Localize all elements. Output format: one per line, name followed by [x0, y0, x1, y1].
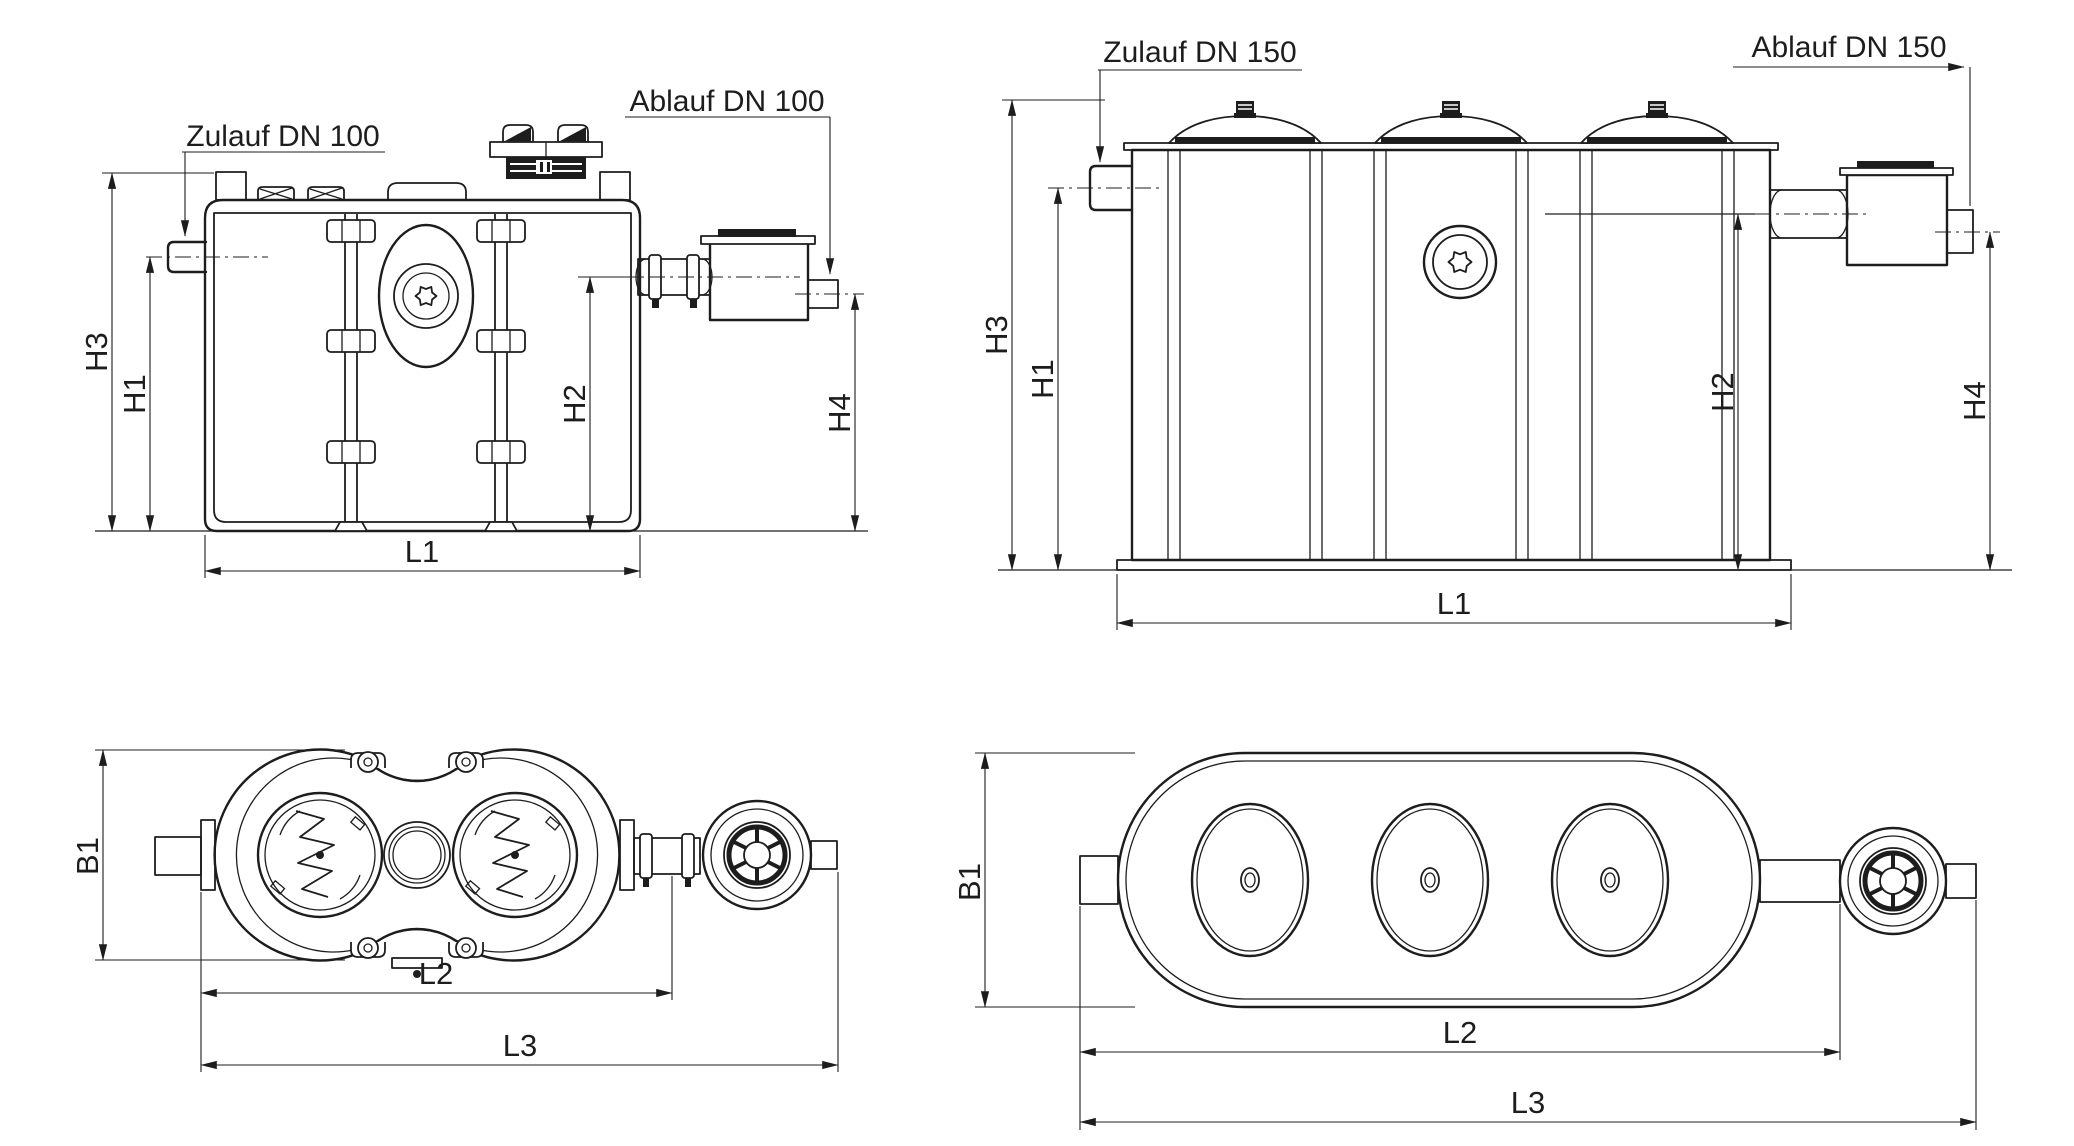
lid-stub-right	[599, 171, 631, 201]
tank-body-inner	[213, 212, 632, 523]
central-opening	[383, 821, 451, 889]
bottom-bracket	[391, 957, 443, 978]
tank-body-outline	[1130, 148, 1772, 562]
base-plate	[1116, 559, 1792, 571]
outlet-label: Ablauf DN 100	[629, 85, 824, 118]
tank-body-outline	[203, 198, 642, 533]
sampling-box	[1839, 161, 2000, 267]
inlet-stub	[1079, 855, 1119, 905]
svg-text:H3: H3	[979, 315, 1014, 355]
torx-screw-icon	[414, 285, 438, 307]
tank-lid	[1190, 802, 1310, 958]
sampling-box-top	[1838, 826, 1977, 936]
dimension-h3: H3	[979, 99, 1105, 571]
dimension-l1: L1	[204, 534, 641, 578]
svg-text:H1: H1	[1025, 359, 1060, 399]
strap-buckles	[326, 219, 526, 464]
pump-mount-oval	[377, 223, 475, 369]
dome-lid	[1168, 101, 1322, 144]
svg-text:L2: L2	[419, 956, 453, 991]
svg-text:H4: H4	[1957, 381, 1992, 421]
svg-text:L1: L1	[1437, 586, 1471, 621]
tension-strap	[334, 214, 368, 532]
outlet-label: Ablauf DN 150	[1751, 31, 1946, 64]
outlet-flange	[619, 819, 635, 891]
waist-tab	[350, 751, 386, 773]
inlet-label: Zulauf DN 100	[186, 120, 379, 153]
side-view-large: Zulauf DN 150 Ablauf DN 150 H3 H1 H2 H4 …	[979, 31, 2012, 630]
svg-text:L3: L3	[503, 1028, 537, 1063]
svg-text:L2: L2	[1443, 1015, 1477, 1050]
tank-lid	[1370, 802, 1490, 958]
svg-text:B1: B1	[952, 863, 987, 901]
outlet-stub	[1945, 863, 1977, 899]
side-view-small: Zulauf DN 100 Ablauf DN 100 H3 H1 H2 H4	[79, 85, 868, 578]
svg-text:H2: H2	[1705, 372, 1740, 412]
svg-text:B1: B1	[70, 837, 105, 875]
inlet-flange	[200, 819, 216, 891]
dome-lid	[1374, 101, 1528, 144]
svg-text:H1: H1	[117, 374, 152, 414]
waist-tab	[448, 937, 484, 959]
inlet-label: Zulauf DN 150	[1103, 36, 1296, 69]
tank-ribs	[1167, 150, 1735, 560]
tank-lid	[451, 791, 579, 919]
tank-lid	[1550, 802, 1670, 958]
tension-strap	[484, 214, 518, 532]
lid-stub-left	[215, 171, 247, 201]
svg-text:H3: H3	[79, 332, 114, 372]
dimension-l1: L1	[1116, 574, 1792, 630]
central-screw	[1422, 224, 1498, 300]
top-view-large: B1 L2 L3	[952, 751, 1977, 1130]
outlet-stub	[810, 840, 838, 870]
svg-text:H4: H4	[822, 393, 857, 433]
vent-cap	[257, 186, 295, 201]
dimension-h3: H3	[79, 172, 214, 532]
dome-lid	[1580, 101, 1734, 144]
dimension-h4: H4	[1957, 231, 1995, 571]
dimension-h2: H2	[1705, 213, 1743, 571]
svg-text:H2: H2	[557, 384, 592, 424]
waist-tab	[350, 937, 386, 959]
torx-screw-icon	[1447, 251, 1473, 273]
dimension-h2: H2	[557, 276, 638, 532]
dimension-b1: B1	[952, 752, 1135, 1008]
dimension-l3: L3	[200, 872, 839, 1072]
waist-tab	[448, 751, 484, 773]
dimension-l2: L2	[200, 876, 673, 1072]
top-view-small: B1 L2 L3	[70, 748, 839, 1072]
dimension-h1: H1	[117, 256, 155, 532]
vent-cap	[307, 186, 345, 201]
outlet-connector	[635, 254, 713, 308]
sampling-box	[700, 229, 864, 322]
dimension-l3: L3	[1079, 900, 1977, 1130]
tank-outline-inner	[1125, 760, 1753, 1000]
outlet-connector	[1759, 859, 1841, 903]
dimension-h4: H4	[822, 293, 860, 532]
tank-outline	[1116, 751, 1762, 1009]
dimension-l2: L2	[1079, 904, 1841, 1130]
inlet-stub	[154, 836, 202, 876]
svg-text:L1: L1	[405, 534, 439, 569]
lid-dome	[387, 182, 467, 200]
tank-lid	[256, 791, 384, 919]
sampling-box-top	[701, 799, 838, 911]
outlet-connector	[633, 833, 701, 887]
dimension-h1: H1	[1025, 187, 1063, 571]
screw-cap	[489, 124, 603, 179]
svg-text:L3: L3	[1511, 1085, 1545, 1120]
dimension-b1: B1	[70, 749, 345, 961]
